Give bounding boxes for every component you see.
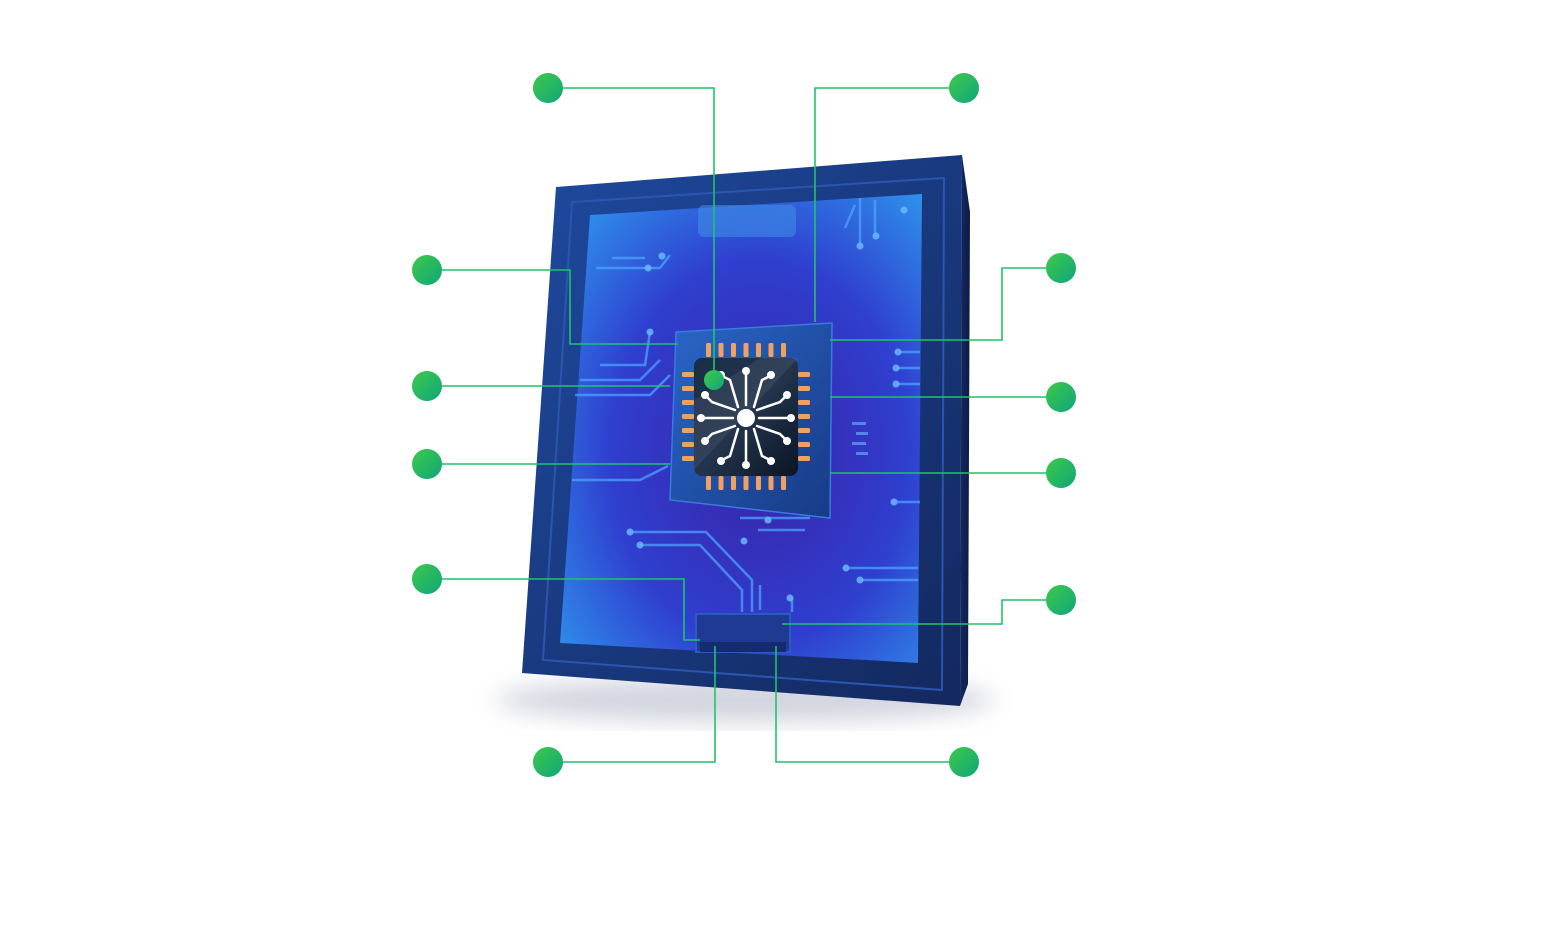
connector-mid-left-1 — [427, 269, 678, 345]
chip-pin — [756, 343, 761, 357]
chip-pin — [706, 476, 711, 490]
chip-circuit-nodes — [697, 367, 795, 469]
node-bottom-left[interactable] — [533, 747, 563, 777]
board-traces — [572, 198, 920, 612]
chip-pin — [682, 414, 694, 419]
chip-pin — [743, 343, 749, 357]
chip-pin — [718, 476, 724, 490]
board-side — [960, 155, 970, 706]
connector-mid-right-4 — [782, 599, 1061, 625]
callout-connectors — [427, 87, 1061, 763]
node-mid-left-2[interactable] — [412, 371, 442, 401]
connector-top-right — [814, 87, 964, 322]
connector-mid-left-4 — [427, 578, 700, 641]
node-mid-right-2[interactable] — [1046, 382, 1076, 412]
connector-mid-right-1 — [830, 267, 1061, 341]
connector-bottom-left — [548, 646, 716, 763]
chip-pin — [718, 343, 724, 357]
node-mid-right-4[interactable] — [1046, 585, 1076, 615]
node-mid-left-3[interactable] — [412, 449, 442, 479]
chip-pin — [798, 400, 810, 405]
board-bevel — [541, 176, 946, 692]
node-top-left[interactable] — [533, 73, 563, 103]
board-microtext — [852, 422, 868, 455]
chip-pin — [731, 476, 736, 490]
connector-bottom-right — [775, 646, 964, 763]
chip-pin — [682, 456, 694, 461]
chip-pin — [682, 428, 694, 433]
node-mid-right-3[interactable] — [1046, 458, 1076, 488]
chip-pin — [798, 414, 810, 419]
chip-pin — [781, 476, 786, 490]
board-notch — [698, 205, 796, 237]
chip-pin — [743, 476, 749, 490]
node-chip-center[interactable] — [704, 370, 724, 390]
chip-pin — [768, 476, 774, 490]
chip-pin — [756, 476, 761, 490]
chip-pin — [768, 343, 774, 357]
connector-top-left — [548, 87, 715, 380]
chip-pin — [682, 442, 694, 447]
callout-nodes — [412, 73, 1076, 777]
node-mid-left-1[interactable] — [412, 255, 442, 285]
node-mid-left-4[interactable] — [412, 564, 442, 594]
node-bottom-right[interactable] — [949, 747, 979, 777]
chip-pins — [682, 343, 810, 490]
processor-chip — [669, 322, 833, 519]
chip-circuit-icon — [700, 370, 792, 466]
chip-pin — [706, 343, 711, 357]
chip-pin — [798, 386, 810, 391]
chip-pin — [798, 442, 810, 447]
chip-pin — [798, 428, 810, 433]
board-pads — [626, 206, 908, 602]
chip-pin — [682, 386, 694, 391]
board-connector-lip — [700, 642, 786, 652]
chip-pin — [731, 343, 736, 357]
chip-pin — [798, 456, 810, 461]
node-mid-right-1[interactable] — [1046, 253, 1076, 283]
chip-pin — [682, 372, 694, 377]
chip-pin — [781, 343, 786, 357]
chip-pin — [798, 372, 810, 377]
chip-pin — [682, 400, 694, 405]
node-top-right[interactable] — [949, 73, 979, 103]
